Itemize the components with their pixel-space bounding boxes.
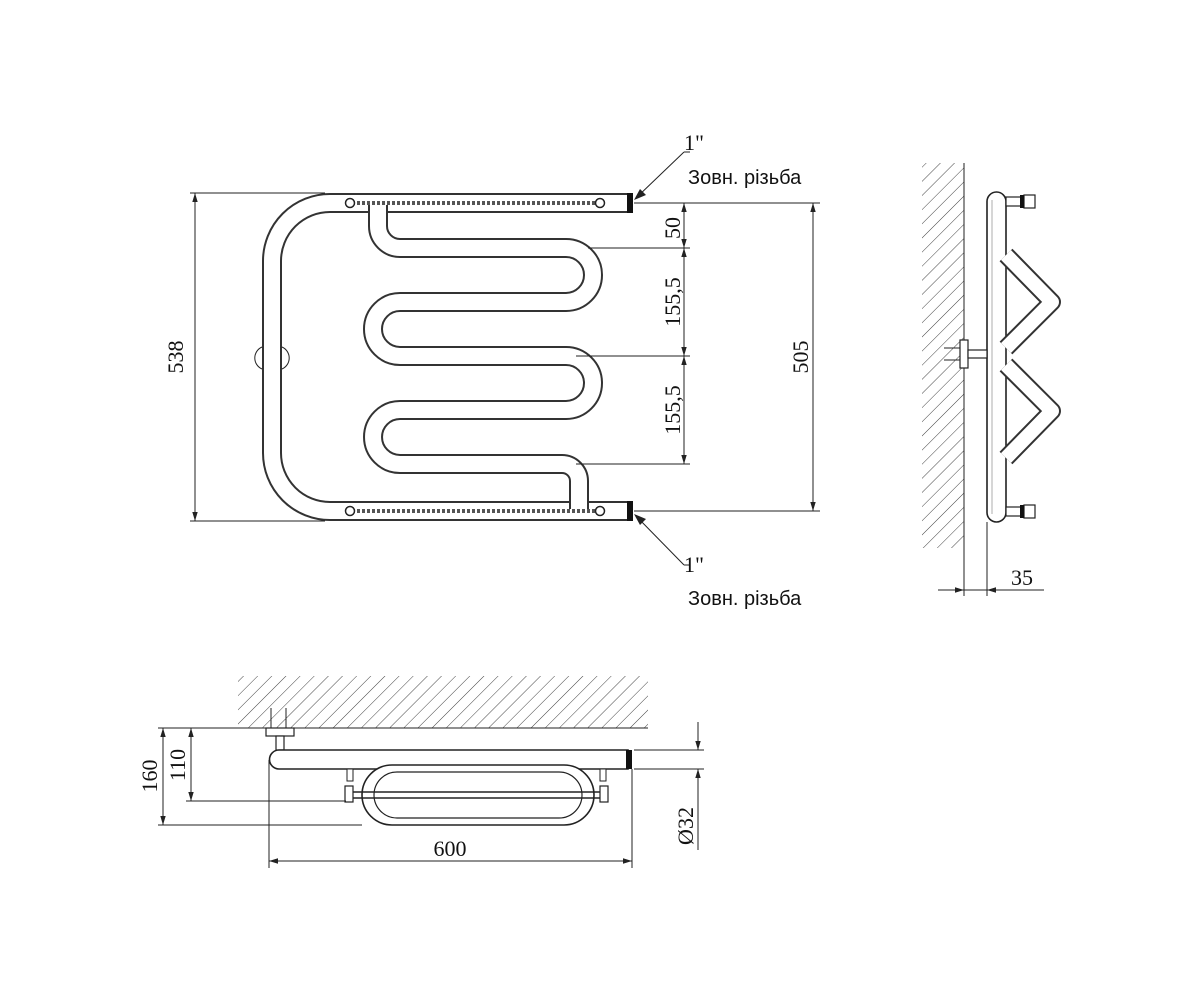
side-wall-hatch [922,163,964,548]
width-label: 600 [434,836,467,861]
side-thread-bottom [1005,504,1036,519]
dimension-diameter-32: Ø32 [634,722,704,850]
frame-pipe [262,193,628,521]
gap-top-label: 50 [660,217,685,239]
dimension-160: 160 [137,727,362,826]
height-overall-label: 538 [163,341,188,374]
dimension-35: 35 [938,522,1044,596]
thread-cap-bottom [627,501,633,521]
collector-top-weld [344,197,606,209]
side-thread-top [1005,194,1036,209]
thread-callout-top: 1" Зовн. різьба [634,130,802,200]
thread-top-size: 1" [684,130,704,155]
thread-bottom-label: Зовн. різьба [688,588,802,610]
serpentine-coil [363,205,603,509]
thread-bottom-size: 1" [684,552,704,577]
dimension-600: 600 [268,760,633,868]
dimension-155-5-a: 155,5 [576,248,690,357]
dimension-155-5-b: 155,5 [576,356,690,465]
top-coil-loop [344,764,609,826]
collector-bottom-weld [344,505,606,517]
depth-overall-label: 160 [137,760,162,793]
height-axes-label: 505 [788,341,813,374]
top-wall-hatch [238,676,648,728]
side-coil [999,248,1061,465]
side-wall-bracket [944,339,988,369]
depth-axis-label: 110 [165,749,190,781]
dimension-505: 505 [634,202,820,512]
dimension-538: 538 [163,192,325,522]
side-pipe [986,191,1007,523]
thread-callout-bottom: 1" Зовн. різьба [634,514,802,610]
pipe-diameter-label: Ø32 [673,807,698,845]
wall-offset-label: 35 [1011,565,1033,590]
dimension-110: 110 [165,728,346,802]
bend-pitch-2-label: 155,5 [660,385,685,435]
side-view: 35 [922,163,1061,596]
front-view: 538 505 50 155,5 155,5 [163,130,820,610]
top-view: 160 110 600 Ø32 [137,676,704,868]
bend-pitch-1-label: 155,5 [660,277,685,327]
thread-cap-top [627,193,633,213]
thread-top-label: Зовн. різьба [688,167,802,189]
dimension-50: 50 [588,203,690,249]
wall-bracket [254,346,290,370]
